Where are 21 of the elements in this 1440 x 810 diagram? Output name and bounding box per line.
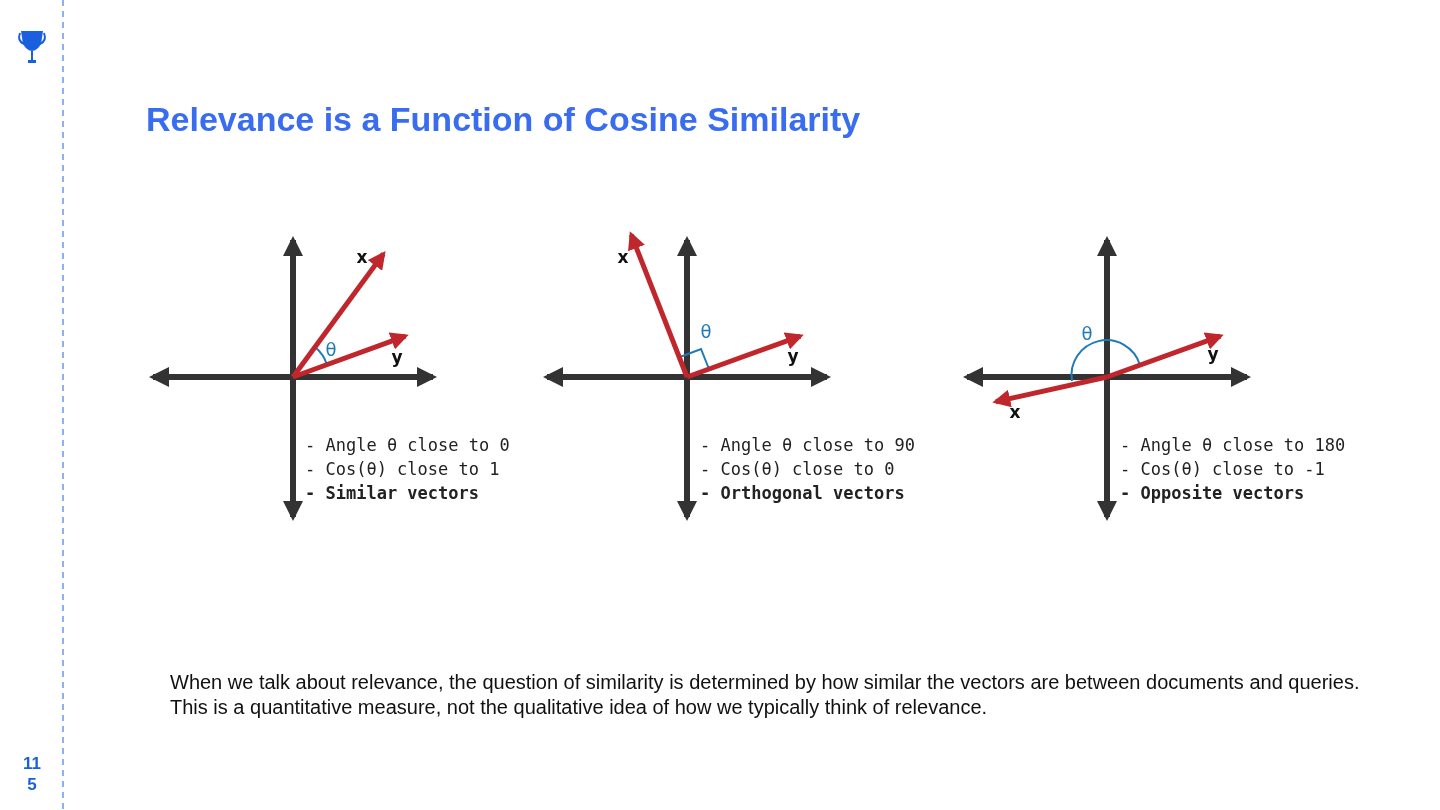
vector-label: y: [787, 346, 799, 366]
bullet-text: - Cos(θ) close to -1: [1120, 459, 1325, 479]
bullet-text: - Cos(θ) close to 0: [700, 459, 895, 479]
angle-label: θ: [325, 338, 337, 360]
vector-label: x: [617, 247, 629, 267]
bullet-text: - Similar vectors: [305, 483, 479, 503]
angle-label: θ: [700, 320, 712, 342]
vector-label: y: [1207, 344, 1219, 364]
bullet-text: - Orthogonal vectors: [700, 483, 905, 503]
bullet-text: - Opposite vectors: [1120, 483, 1305, 503]
bullet-text: - Cos(θ) close to 1: [305, 459, 500, 479]
page-number: 115: [22, 753, 42, 795]
bullet-text: - Angle θ close to 180: [1120, 435, 1346, 455]
caption-text: When we talk about relevance, the question of similarity is determined by how similar the vectors are between documents and queries. This is a quantitative measure, not the qualitative idea of how we typically think of relevance.: [170, 670, 1361, 720]
vector-label: x: [1009, 402, 1021, 422]
vector-label: x: [356, 247, 368, 267]
bullet-text: - Angle θ close to 90: [700, 435, 915, 455]
slide-title: Relevance is a Function of Cosine Similarity: [146, 100, 861, 139]
angle-label: θ: [1081, 322, 1093, 344]
bullet-text: - Angle θ close to 0: [305, 435, 510, 455]
vector-label: y: [391, 347, 403, 367]
